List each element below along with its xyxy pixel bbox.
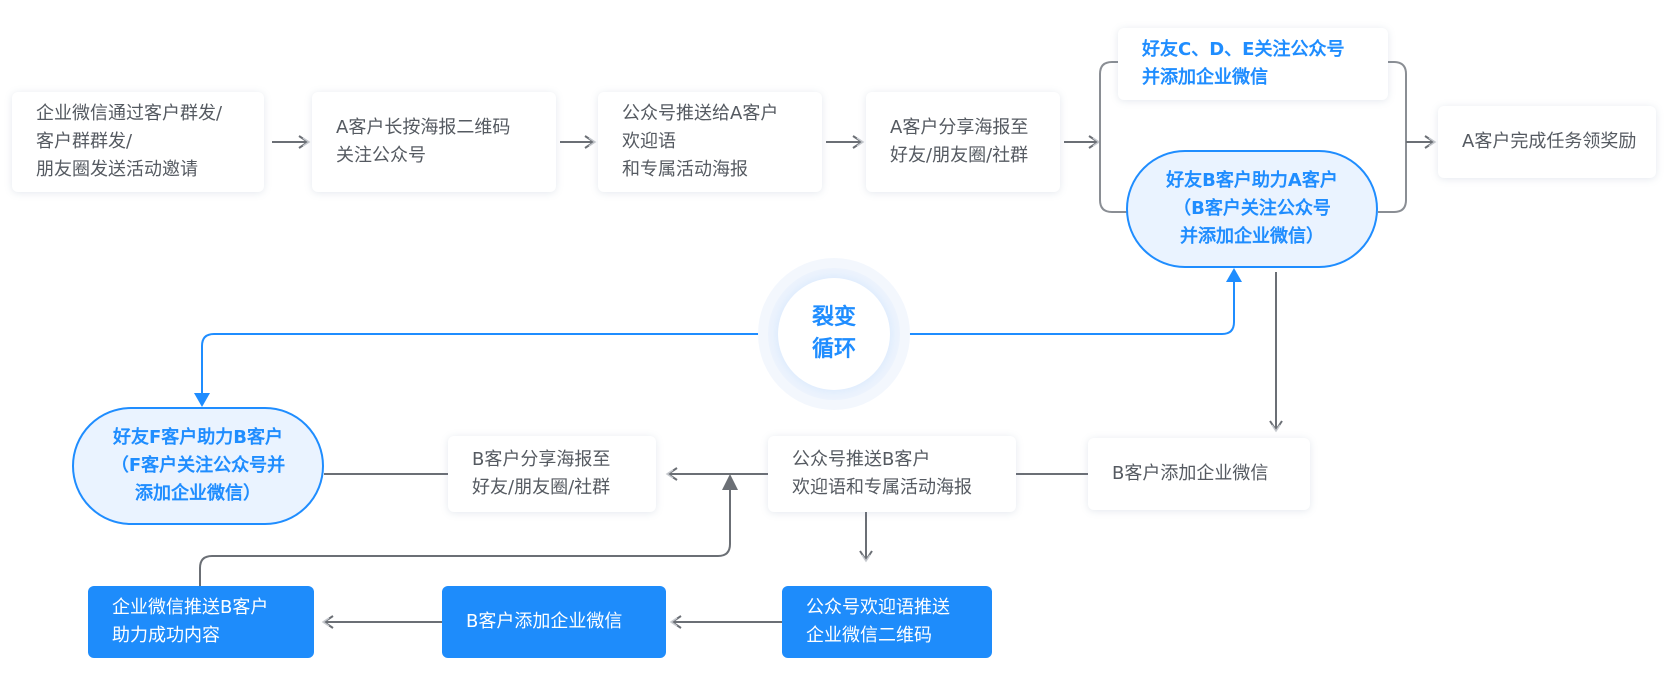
push-b-line-2: 欢迎语和专属活动海报 [792, 477, 972, 498]
step-share-a-box: A客户分享海报至 好友/朋友圈/社群 [866, 92, 1060, 192]
b-add-wecom-text: B客户添加企业微信 [1112, 463, 1269, 484]
b-add-wecom-filled-box: B客户添加企业微信 [442, 586, 666, 658]
branch-bracket-right [1378, 61, 1407, 213]
branch-friends-cde-line-1: 好友C、D、E关注公众号 [1142, 39, 1345, 60]
step-share-a-line-1: A客户分享海报至 [890, 117, 1029, 138]
step-scan-box: A客户长按海报二维码 关注公众号 [312, 92, 556, 192]
branch-friend-b-line-3: 并添加企业微信） [1180, 226, 1324, 247]
step-invite-box: 企业微信通过客户群发/ 客户群群发/ 朋友圈发送活动邀请 [12, 92, 264, 192]
cycle-arrow-down [194, 393, 210, 407]
cycle-arrow-up [1226, 268, 1242, 282]
oa-welcome-line-1: 公众号欢迎语推送 [806, 597, 950, 618]
branch-friend-b-line-1: 好友B客户助力A客户 [1166, 170, 1338, 191]
branch-friend-b-pill: 好友B客户助力A客户 （B客户关注公众号 并添加企业微信） [1126, 150, 1378, 268]
step-invite-line-2: 客户群群发/ [36, 131, 133, 152]
step-scan-line-2: 关注公众号 [336, 145, 426, 166]
cycle-label-line-1: 裂变 [811, 305, 856, 330]
b-add-wecom-filled-text: B客户添加企业微信 [466, 611, 623, 632]
step-push-a-line-3: 和专属活动海报 [622, 159, 748, 180]
step-invite-line-3: 朋友圈发送活动邀请 [36, 159, 198, 180]
oa-welcome-box: 公众号欢迎语推送 企业微信二维码 [782, 586, 992, 658]
branch-bracket-left [1099, 61, 1128, 213]
step-invite-line-1: 企业微信通过客户群发/ [36, 103, 223, 124]
loop-arrow-up [722, 474, 738, 490]
step-push-a-line-2: 欢迎语 [622, 131, 676, 152]
b-share-box: B客户分享海报至 好友/朋友圈/社群 [448, 436, 656, 512]
cycle-label-line-2: 循环 [811, 337, 856, 362]
friend-f-line-3: 添加企业微信） [135, 483, 261, 504]
wecom-push-b-line-2: 助力成功内容 [112, 625, 220, 646]
cycle-connector [201, 282, 1235, 405]
push-b-box: 公众号推送B客户 欢迎语和专属活动海报 [768, 436, 1016, 512]
friend-f-line-1: 好友F客户助力B客户 [112, 427, 283, 448]
step-push-a-box: 公众号推送给A客户 欢迎语 和专属活动海报 [598, 92, 822, 192]
oa-welcome-line-2: 企业微信二维码 [806, 625, 932, 646]
wecom-push-b-box: 企业微信推送B客户 助力成功内容 [88, 586, 314, 658]
step-push-a-line-1: 公众号推送给A客户 [622, 103, 779, 124]
step-scan-line-1: A客户长按海报二维码 [336, 117, 511, 138]
branch-friends-cde-box: 好友C、D、E关注公众号 并添加企业微信 [1118, 28, 1388, 100]
b-share-line-1: B客户分享海报至 [472, 449, 611, 470]
friend-f-pill: 好友F客户助力B客户 （F客户关注公众号并 添加企业微信） [72, 407, 324, 525]
result-reward-box: A客户完成任务领奖励 [1438, 106, 1656, 178]
branch-friend-b-line-2: （B客户关注公众号 [1173, 198, 1331, 219]
cycle-label: 裂变 循环 [778, 302, 890, 366]
cycle-badge [778, 278, 890, 390]
branch-friends-cde-line-2: 并添加企业微信 [1142, 67, 1268, 88]
loop-connector [199, 488, 731, 586]
b-share-line-2: 好友/朋友圈/社群 [472, 477, 611, 498]
push-b-line-1: 公众号推送B客户 [792, 449, 931, 470]
result-reward-text: A客户完成任务领奖励 [1462, 131, 1637, 152]
wecom-push-b-line-1: 企业微信推送B客户 [112, 597, 269, 618]
step-share-a-line-2: 好友/朋友圈/社群 [890, 145, 1029, 166]
b-add-wecom-box: B客户添加企业微信 [1088, 438, 1310, 510]
friend-f-line-2: （F客户关注公众号并 [110, 455, 286, 476]
